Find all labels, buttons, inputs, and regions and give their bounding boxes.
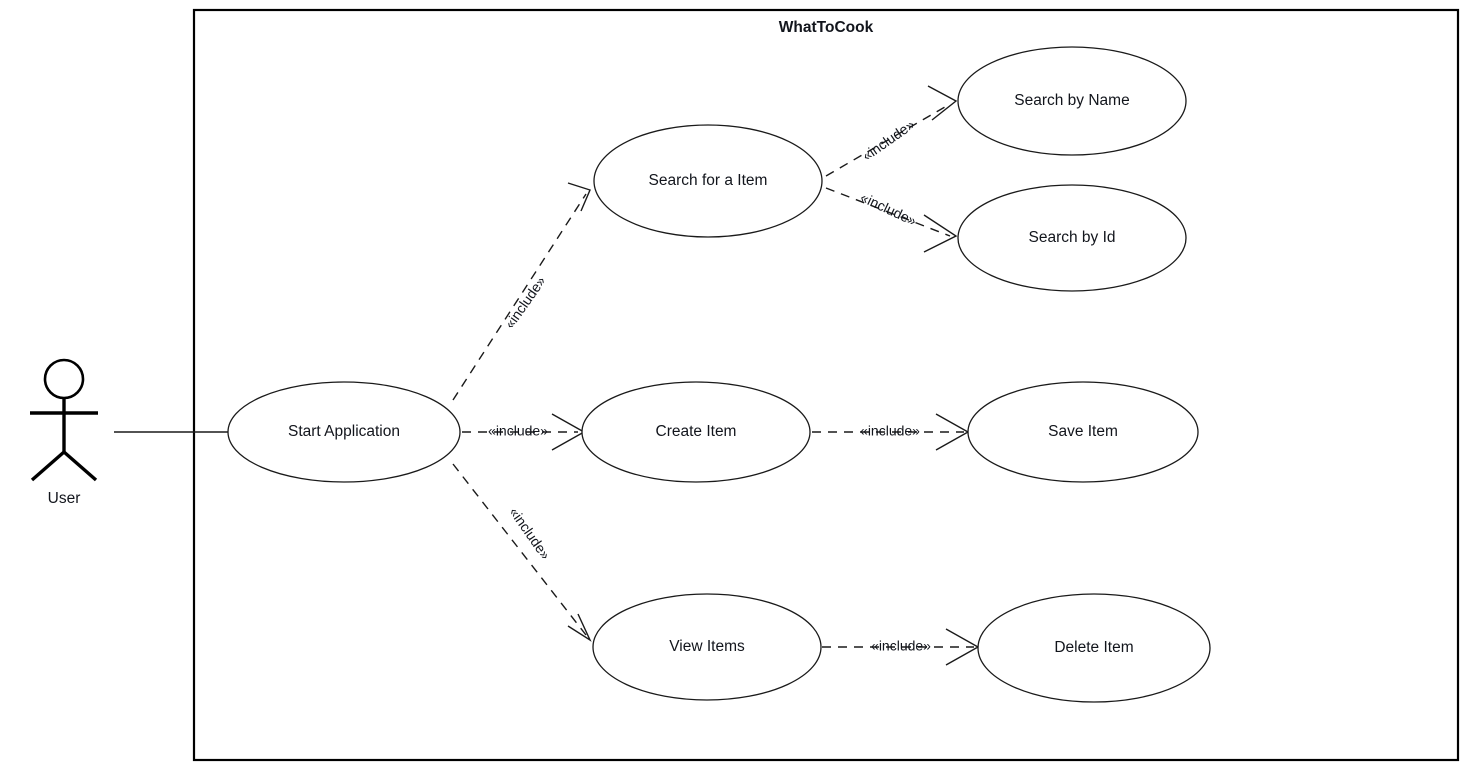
use-case-search-by-name[interactable]: Search by Name <box>957 46 1187 156</box>
use-case-ellipse-search-by-name <box>957 46 1187 156</box>
include-label-start-to-create: «include» <box>488 423 548 439</box>
use-case-ellipse-search-by-id <box>957 184 1187 292</box>
use-case-create-item[interactable]: Create Item <box>581 381 811 483</box>
include-edge-start-to-view[interactable]: «include» <box>452 463 592 642</box>
arrow-head-start-to-view <box>567 613 592 642</box>
use-case-view-items[interactable]: View Items <box>592 593 822 701</box>
actor-user-label: User <box>48 490 81 507</box>
use-case-save-item[interactable]: Save Item <box>967 381 1199 483</box>
use-case-ellipse-view-items <box>592 593 822 701</box>
include-line-start-to-search <box>452 193 587 401</box>
include-edge-start-to-search[interactable]: «include» <box>452 182 591 401</box>
use-case-label-search-by-name: Search by Name <box>1014 92 1129 109</box>
include-label-create-to-save: «include» <box>860 423 920 439</box>
system-boundary-box <box>192 8 1460 762</box>
use-case-delete-item[interactable]: Delete Item <box>977 593 1211 703</box>
include-label-start-to-view: «include» <box>506 504 554 562</box>
use-case-start-application[interactable]: Start Application <box>227 381 461 483</box>
actor-leg-left-icon <box>30 450 66 482</box>
actor-user[interactable]: User <box>30 358 98 507</box>
arrow-head-start-to-create <box>551 413 586 451</box>
actor-head-icon <box>43 358 85 400</box>
use-case-ellipse-create-item <box>581 381 811 483</box>
include-edge-start-to-create[interactable]: «include» <box>462 413 586 451</box>
use-case-search-for-a-item[interactable]: Search for a Item <box>593 124 823 238</box>
use-case-label-start-application: Start Application <box>288 423 400 440</box>
include-label-search-to-by-name: «include» <box>859 116 917 164</box>
arrow-head-start-to-search <box>567 182 591 212</box>
use-case-ellipse-delete-item <box>977 593 1211 703</box>
use-case-search-by-id[interactable]: Search by Id <box>957 184 1187 292</box>
arrow-head-search-to-by-name <box>927 85 958 121</box>
include-edge-create-to-save[interactable]: «include» <box>812 413 970 451</box>
use-case-ellipse-search-for-a-item <box>593 124 823 238</box>
use-case-label-create-item: Create Item <box>656 423 737 440</box>
use-case-label-search-by-id: Search by Id <box>1028 229 1115 246</box>
actor-leg-right-icon <box>62 450 98 482</box>
use-case-label-save-item: Save Item <box>1048 423 1118 440</box>
include-edge-search-to-by-id[interactable]: «include» <box>825 187 958 253</box>
include-edge-search-to-by-name[interactable]: «include» <box>825 85 958 177</box>
include-label-start-to-search: «include» <box>501 273 549 331</box>
include-line-search-to-by-name <box>825 103 951 177</box>
use-case-ellipse-start-application <box>227 381 461 483</box>
include-label-search-to-by-id: «include» <box>858 189 919 229</box>
include-edge-view-to-delete[interactable]: «include» <box>822 628 980 666</box>
system-boundary-title: WhatToCook <box>779 19 874 36</box>
include-line-start-to-view <box>452 463 587 636</box>
use-case-label-delete-item: Delete Item <box>1054 639 1133 656</box>
include-label-view-to-delete: «include» <box>871 638 931 654</box>
include-line-search-to-by-id <box>825 187 951 237</box>
use-case-ellipse-save-item <box>967 381 1199 483</box>
use-case-label-view-items: View Items <box>669 638 745 655</box>
arrow-head-search-to-by-id <box>923 214 958 253</box>
use-case-label-search-for-a-item: Search for a Item <box>649 172 768 189</box>
